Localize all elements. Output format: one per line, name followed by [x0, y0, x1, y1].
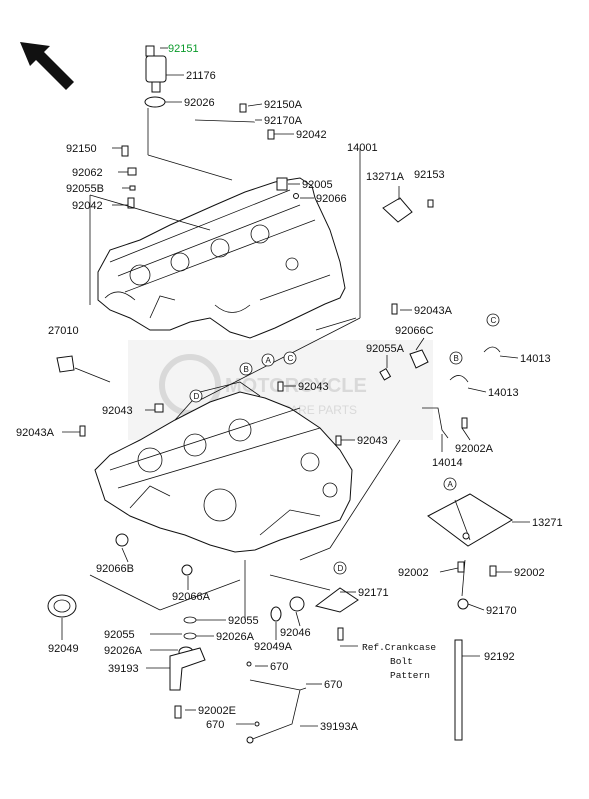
upper-crankcase [97, 177, 346, 339]
svg-text:C: C [288, 354, 294, 363]
reference-note-line1: Ref.Crankcase [362, 642, 436, 653]
part-label-92026: 92026 [184, 97, 215, 109]
callout-a-plate: A [443, 477, 457, 491]
part-label-670-upper: 670 [270, 661, 288, 673]
part-label-21176: 21176 [186, 70, 216, 82]
part-label-92151: 92151 [168, 43, 199, 55]
part-label-92055-left: 92055 [104, 629, 135, 641]
part-label-92043-mid: 92043 [298, 381, 329, 393]
svg-text:B: B [454, 354, 459, 363]
leader-lines [61, 47, 530, 727]
callout-c-upper: C [283, 351, 297, 365]
part-label-670-right: 670 [324, 679, 342, 691]
part-label-13271a: 13271A [366, 171, 405, 183]
part-label-92171: 92171 [358, 587, 389, 599]
part-label-92066c: 92066C [395, 325, 434, 337]
small-parts-top [56, 103, 501, 446]
part-label-670-lower: 670 [206, 719, 224, 731]
part-label-92002-left: 92002 [398, 567, 429, 579]
part-label-92043-right: 92043 [357, 435, 388, 447]
part-label-92192: 92192 [484, 651, 515, 663]
part-label-92150a: 92150A [264, 99, 303, 111]
part-label-14013-upper: 14013 [520, 353, 551, 365]
part-label-27010: 27010 [48, 325, 79, 337]
part-label-92066b: 92066B [96, 563, 134, 575]
part-label-92150: 92150 [66, 143, 97, 155]
part-label-92002e: 92002E [198, 705, 236, 717]
callout-circles: A B C C B D A D [189, 313, 500, 575]
part-label-14001: 14001 [347, 142, 378, 154]
part-label-92066a: 92066A [172, 591, 211, 603]
svg-text:D: D [338, 564, 344, 573]
callout-a-upper: A [261, 353, 275, 367]
callout-c-right: C [486, 313, 500, 327]
part-label-39193a: 39193A [320, 721, 359, 733]
part-label-92002-right: 92002 [514, 567, 545, 579]
part-label-92153: 92153 [414, 169, 445, 181]
reference-note-line2: Bolt [390, 656, 413, 667]
callout-d-lower: D [189, 389, 203, 403]
svg-text:A: A [266, 356, 272, 365]
part-label-92043a-left: 92043A [16, 427, 55, 439]
part-label-39193: 39193 [108, 663, 139, 675]
part-label-13271: 13271 [532, 517, 563, 529]
part-label-92026a-left: 92026A [104, 645, 143, 657]
part-label-14013-lower: 14013 [488, 387, 519, 399]
svg-text:D: D [194, 392, 200, 401]
plate-13271 [427, 493, 513, 547]
part-label-92002a: 92002A [455, 443, 494, 455]
callout-b-upper: B [239, 362, 253, 376]
crankcase-bolt-pattern-note: Ref.Crankcase Bolt Pattern [362, 642, 436, 681]
part-label-14014: 14014 [432, 457, 463, 469]
front-direction-arrow-icon [20, 42, 74, 90]
part-label-92170: 92170 [486, 605, 517, 617]
part-label-92046: 92046 [280, 627, 311, 639]
part-labels: 92151 21176 92026 92150A 92170A 92042 14… [16, 43, 563, 733]
part-label-92055b: 92055B [66, 183, 104, 195]
part-label-92005: 92005 [302, 179, 333, 191]
part-label-92066: 92066 [316, 193, 347, 205]
part-label-92055a: 92055A [366, 343, 405, 355]
part-label-92055-right: 92055 [228, 615, 259, 627]
part-label-92062: 92062 [72, 167, 103, 179]
sensor-21176 [144, 45, 167, 108]
lower-crankcase [94, 381, 353, 553]
small-parts-bottom [47, 533, 497, 744]
svg-text:A: A [448, 480, 454, 489]
svg-text:B: B [244, 365, 249, 374]
part-label-92043a-right: 92043A [414, 305, 453, 317]
part-label-92049: 92049 [48, 643, 79, 655]
part-label-92042-top: 92042 [296, 129, 327, 141]
part-label-92049a: 92049A [254, 641, 293, 653]
callout-b-right: B [449, 351, 463, 365]
part-label-92026a-right: 92026A [216, 631, 255, 643]
part-label-92042: 92042 [72, 200, 103, 212]
svg-text:C: C [491, 316, 497, 325]
part-label-92170a: 92170A [264, 115, 303, 127]
callout-d-bracket: D [333, 561, 347, 575]
part-label-92043-left: 92043 [102, 405, 133, 417]
reference-note-line3: Pattern [390, 670, 430, 681]
